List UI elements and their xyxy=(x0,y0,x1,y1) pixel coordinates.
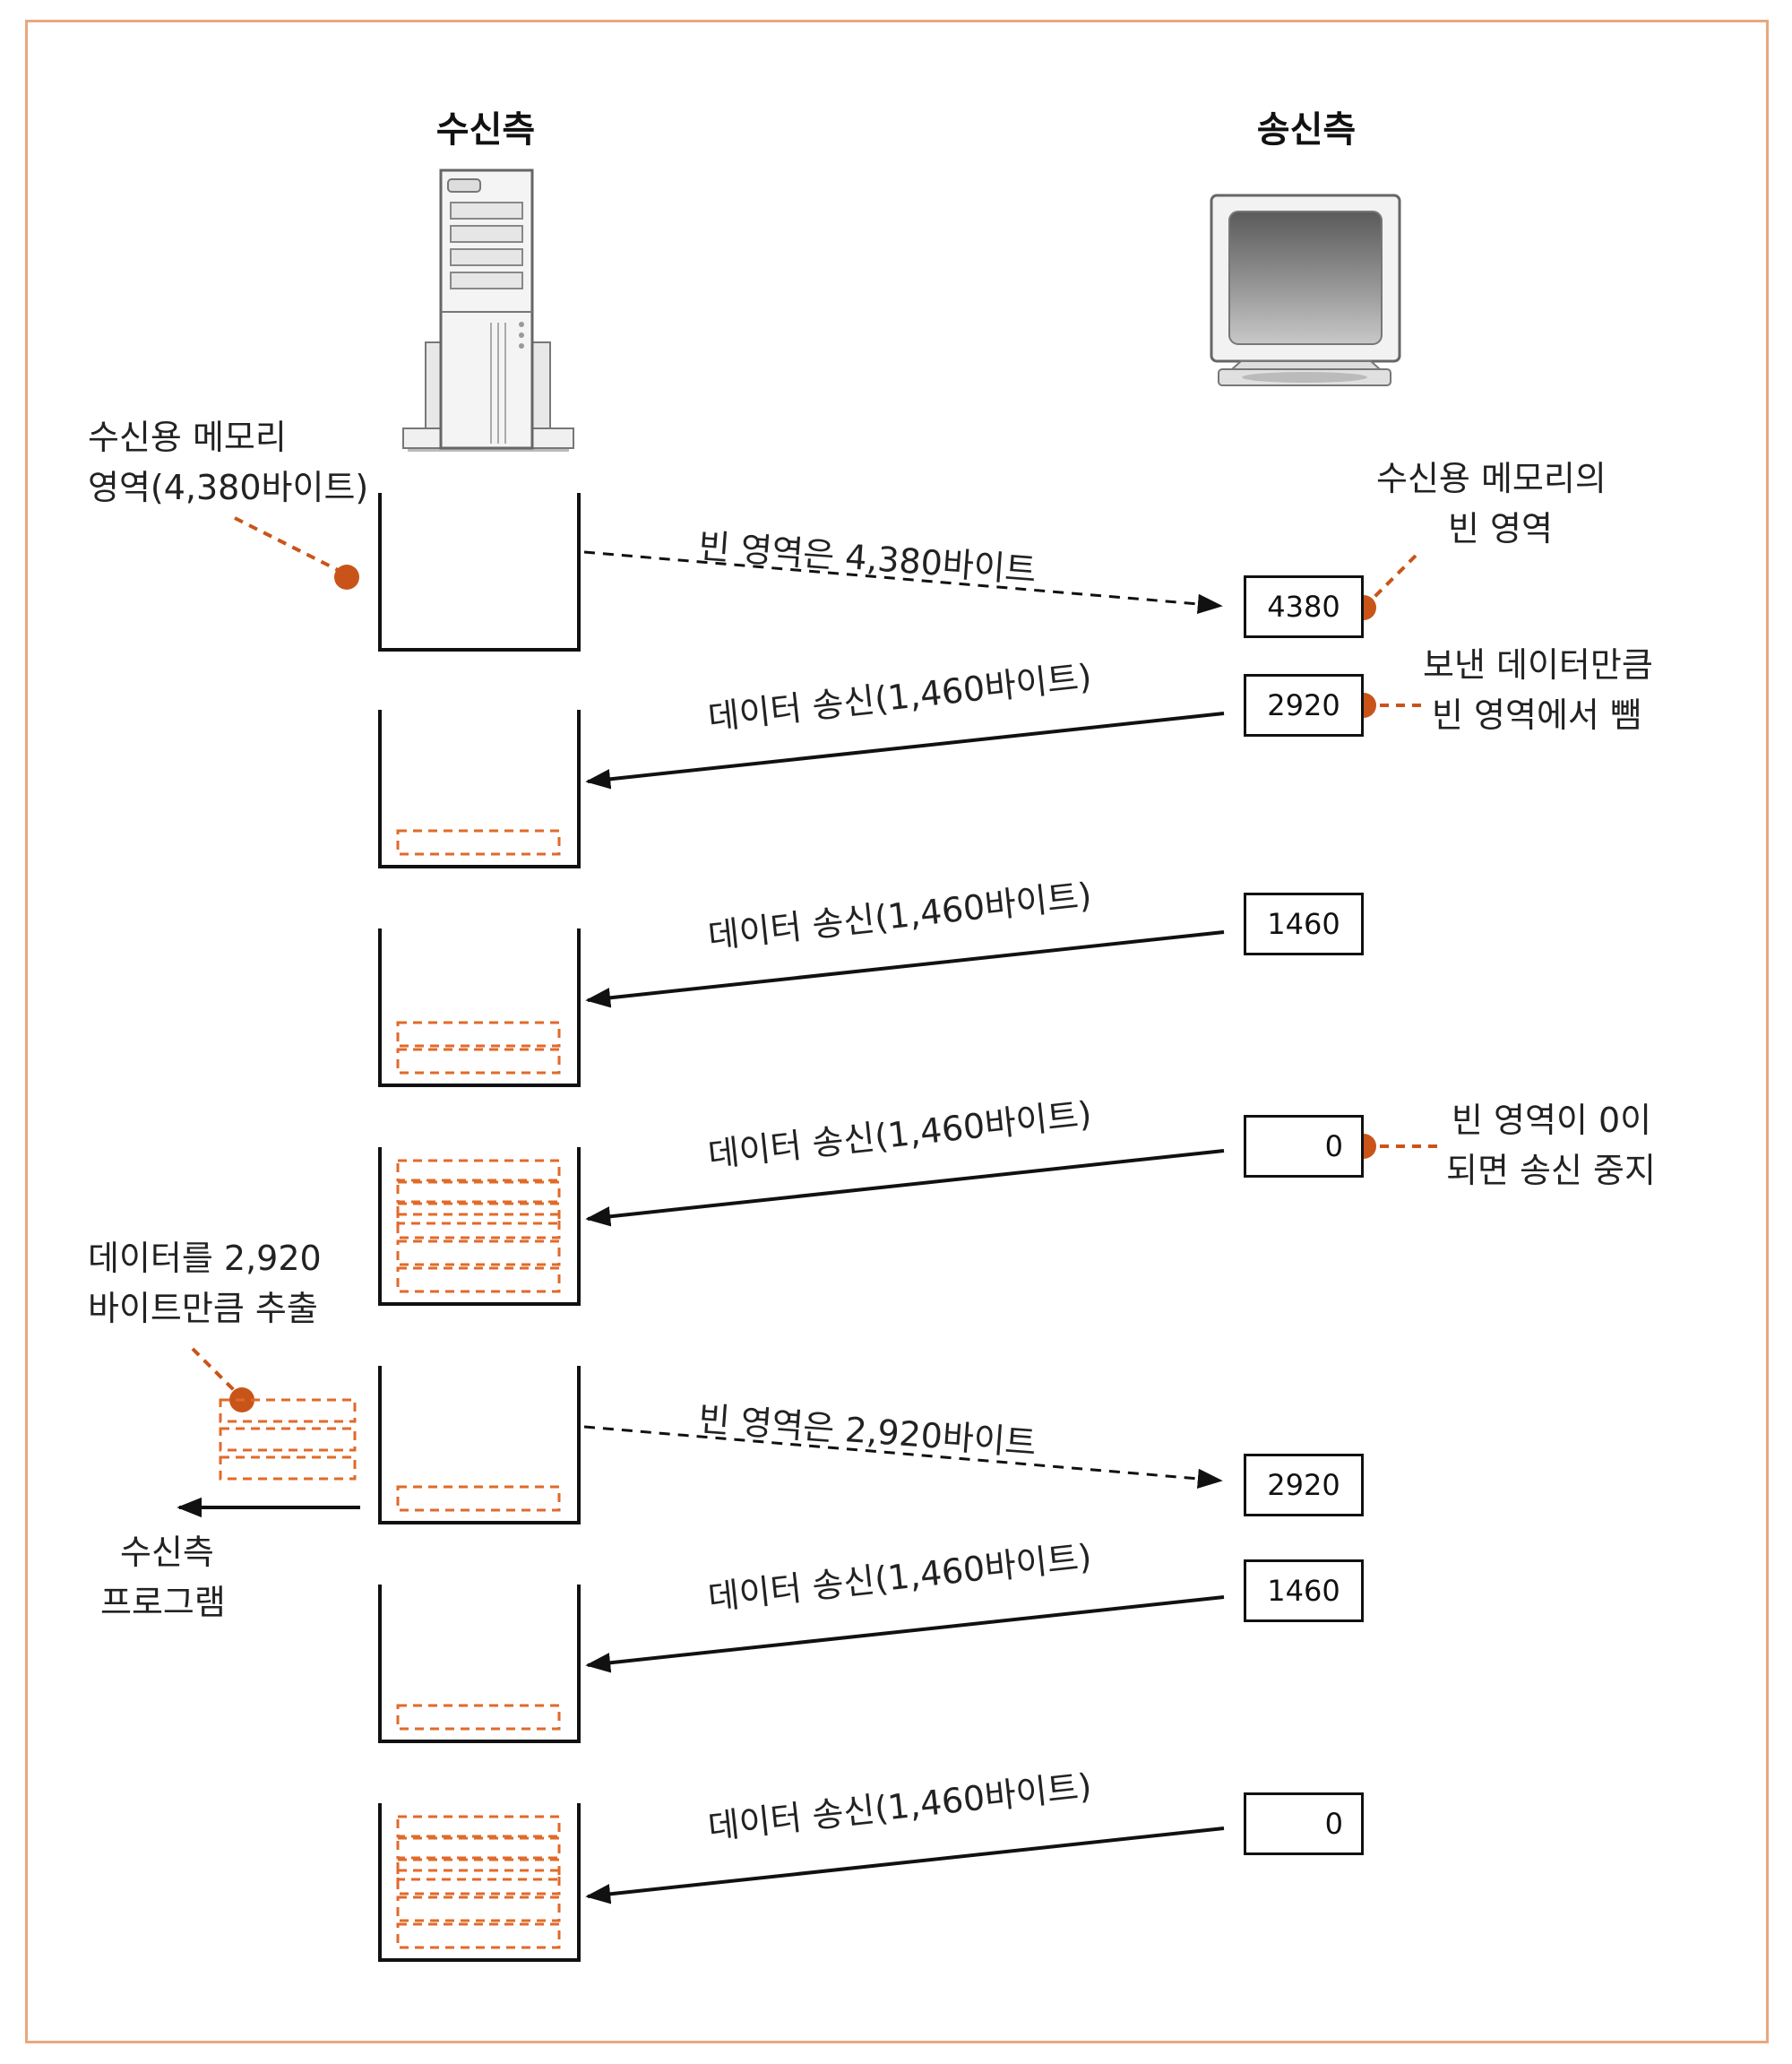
stop-label-line1: 빈 영역이 0이 xyxy=(1452,1101,1652,1140)
receive-buffer xyxy=(378,928,581,1087)
free-space-label-line1: 수신용 메모리의 xyxy=(1376,459,1607,498)
extract-data-label-line1: 데이터를 2,920 xyxy=(88,1239,322,1278)
server-icon xyxy=(402,168,574,452)
buffered-data-block xyxy=(396,1048,561,1075)
window-notice-arrow xyxy=(583,550,1223,615)
data-send-arrow xyxy=(585,712,1225,790)
receive-buffer xyxy=(378,1147,581,1306)
buffered-data-block xyxy=(396,1869,561,1896)
window-value-box: 1460 xyxy=(1244,1559,1364,1622)
window-value-box: 2920 xyxy=(1244,1454,1364,1516)
subtract-label-line2: 빈 영역에서 뺌 xyxy=(1432,695,1641,735)
buffered-data-block xyxy=(396,1202,561,1225)
receive-buffer xyxy=(378,710,581,868)
receiver-program-label-line1: 수신측 xyxy=(120,1533,214,1572)
buffered-data-block xyxy=(396,1815,561,1838)
monitor-icon xyxy=(1210,194,1401,386)
buffered-data-block xyxy=(396,1922,561,1949)
buffered-data-block xyxy=(396,1858,561,1881)
receive-buffer xyxy=(378,1366,581,1524)
receiver-program-label-line2: 프로그램 xyxy=(100,1583,226,1622)
window-notice-arrow xyxy=(583,1425,1223,1490)
sender-header: 송신측 xyxy=(1256,109,1357,151)
extracted-data-blocks xyxy=(219,1398,357,1481)
buffered-data-block xyxy=(396,1180,561,1204)
receive-buffer xyxy=(378,1585,581,1743)
buffered-data-block xyxy=(396,1239,561,1266)
receive-memory-label-line2: 영역(4,380바이트) xyxy=(88,468,369,507)
receive-memory-label-line1: 수신용 메모리 xyxy=(88,418,287,457)
figure-frame xyxy=(25,20,1769,2043)
window-value-box: 1460 xyxy=(1244,893,1364,955)
receive-buffers xyxy=(378,493,581,1962)
message-arrows xyxy=(583,550,1225,1904)
window-value-box: 0 xyxy=(1244,1115,1364,1178)
data-send-arrow xyxy=(585,1827,1225,1904)
stop-label-line2: 되면 송신 중지 xyxy=(1446,1151,1656,1190)
callout-dot xyxy=(334,565,359,590)
window-value-box: 2920 xyxy=(1244,674,1364,737)
data-send-arrow xyxy=(585,1149,1225,1227)
window-value-box: 4380 xyxy=(1244,575,1364,638)
buffered-data-block xyxy=(396,1896,561,1922)
data-send-arrow xyxy=(585,930,1225,1008)
buffered-data-block xyxy=(396,1836,561,1860)
buffered-data-block xyxy=(396,1213,561,1239)
subtract-label-line1: 보낸 데이터만큼 xyxy=(1423,645,1653,685)
buffered-data-block xyxy=(396,1159,561,1182)
window-value-box: 0 xyxy=(1244,1792,1364,1855)
data-send-arrow xyxy=(585,1595,1225,1673)
buffered-data-block xyxy=(396,1266,561,1293)
buffered-data-block xyxy=(396,1021,561,1048)
receive-buffer xyxy=(378,1803,581,1962)
free-space-label-line2: 빈 영역 xyxy=(1448,509,1553,548)
buffered-data-block xyxy=(396,1485,561,1512)
receive-buffer xyxy=(378,493,581,652)
extract-data-label-line2: 바이트만큼 추출 xyxy=(88,1289,318,1328)
receiver-header: 수신측 xyxy=(435,109,536,151)
buffered-data-block xyxy=(396,1704,561,1731)
buffered-data-block xyxy=(396,829,561,856)
